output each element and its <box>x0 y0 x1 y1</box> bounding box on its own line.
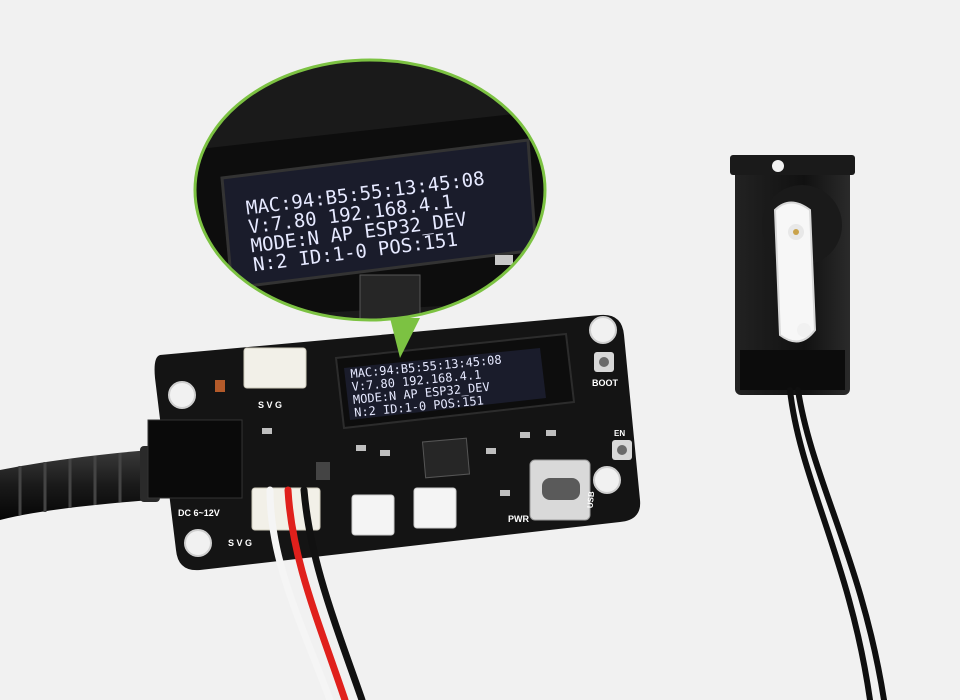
oled-callout: MAC:94:B5:55:13:45:08 V:7.80 192.168.4.1… <box>193 58 547 358</box>
dc-jack <box>147 419 243 499</box>
connector-2 <box>413 487 457 529</box>
oled-zoom-text: MAC:94:B5:55:13:45:08 V:7.80 192.168.4.1… <box>245 168 486 276</box>
header-bottom-label: S V G <box>228 538 252 548</box>
servo-motor <box>730 155 855 395</box>
mounting-holes <box>168 316 621 557</box>
smd-components <box>215 380 556 496</box>
usb-label: USB <box>586 491 596 509</box>
en-label: EN <box>614 429 625 438</box>
connector-1 <box>351 494 395 536</box>
servo-extension-cable <box>266 486 366 700</box>
servo-horn <box>773 201 817 343</box>
oled-small-text: MAC:94:B5:55:13:45:08 V:7.80 192.168.4.1… <box>350 352 502 419</box>
controller-board: S V G S V G DC 6~12V BOOT EN PWR USB MAC… <box>147 314 641 571</box>
servo-cable <box>787 387 887 700</box>
header-top-label: S V G <box>258 400 282 410</box>
mcu-chip <box>421 437 471 479</box>
servo-header-top <box>243 347 307 389</box>
pwr-label: PWR <box>508 514 529 524</box>
dc-input-label: DC 6~12V <box>178 508 220 518</box>
oled-module <box>334 332 576 430</box>
boot-label: BOOT <box>592 378 619 388</box>
